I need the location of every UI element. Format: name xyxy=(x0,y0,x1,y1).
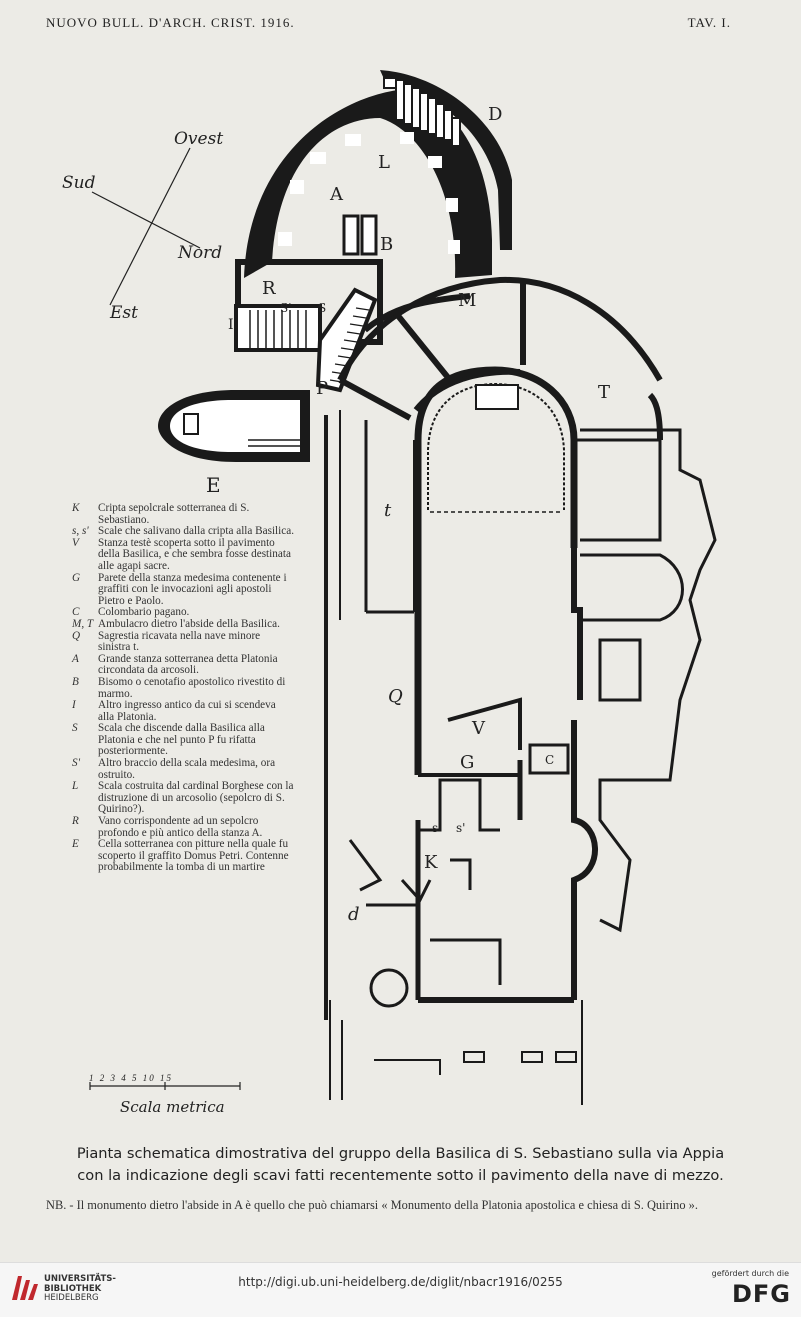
plan-label-k: K xyxy=(424,852,438,873)
platonia-walls xyxy=(234,70,512,393)
plan-label-e: E xyxy=(206,473,221,497)
plan-label-d: D xyxy=(488,104,502,125)
plan-label-b: B xyxy=(380,234,393,255)
cell-e-walls xyxy=(158,390,310,462)
plan-label-d-small: d xyxy=(348,904,360,925)
plan-label-v: V xyxy=(471,718,486,739)
scale-bar xyxy=(89,1082,241,1090)
dfg-logo: DFG xyxy=(731,1280,791,1308)
plate-page: NUOVO BULL. D'ARCH. CRIST. 1916. TAV. I.… xyxy=(0,0,801,1262)
plan-label-c: C xyxy=(545,753,554,767)
plan-label-s-upper: S xyxy=(318,301,326,315)
legend-item: S'Altro braccio della scala medesima, or… xyxy=(72,757,276,781)
plan-label-i: I xyxy=(228,317,234,333)
journal-header: NUOVO BULL. D'ARCH. CRIST. 1916. xyxy=(46,15,295,30)
digitization-footer: UNIVERSITÄTS- BIBLIOTHEK HEIDELBERG http… xyxy=(0,1262,801,1317)
sponsor-text: gefördert durch die xyxy=(711,1269,789,1278)
crypt-walls xyxy=(348,743,570,1008)
scale-numbers: 1 2 3 4 5 10 15 xyxy=(89,1073,173,1083)
plan-label-q: Q xyxy=(388,686,403,707)
plate-number: TAV. I. xyxy=(687,15,731,30)
label-est: Est xyxy=(109,303,138,323)
scale-label: Scala metrica xyxy=(120,1098,225,1116)
plan-label-l: L xyxy=(378,152,390,173)
legend-item: s, s'Scale che salivano dalla cripta all… xyxy=(72,525,295,538)
university-library-name: UNIVERSITÄTS- BIBLIOTHEK HEIDELBERG xyxy=(44,1274,116,1304)
plate-caption: Pianta schematica dimostrativa del grupp… xyxy=(30,1143,771,1187)
plate-note: NB. - Il monumento dietro l'abside in A … xyxy=(46,1198,698,1212)
side-chapels xyxy=(574,428,717,933)
plan-label-m: M xyxy=(458,290,476,311)
plan-label-t: T xyxy=(598,382,610,403)
front-entrance xyxy=(374,1051,577,1075)
plan-label-s-prime-lower: s' xyxy=(456,821,465,835)
plan-label-s-prime-upper: S' xyxy=(280,301,292,315)
orientation-compass xyxy=(91,147,201,306)
plan-label-a: A xyxy=(329,184,344,205)
plan-label-s-lower: s xyxy=(432,821,438,835)
plan-label-r: R xyxy=(262,278,276,299)
plan-label-p: P xyxy=(316,378,328,399)
label-nord: Nord xyxy=(177,243,222,263)
basilica-floor-plan: Ovest Sud Nord Est xyxy=(62,70,717,1105)
caption-line-2: con la indicazione degli scavi fatti rec… xyxy=(77,1167,724,1184)
ambulatory-walls xyxy=(337,276,663,441)
caption-line-1: Pianta schematica dimostrativa del grupp… xyxy=(76,1145,725,1162)
university-library-logo-icon xyxy=(12,1276,38,1300)
plan-label-g: G xyxy=(460,752,474,773)
basilica-walls xyxy=(324,366,598,1105)
plan-label-t-nave: t xyxy=(384,500,392,521)
source-url-link[interactable]: http://digi.ub.uni-heidelberg.de/diglit/… xyxy=(238,1275,563,1289)
label-ovest: Ovest xyxy=(174,129,223,149)
label-sud: Sud xyxy=(62,173,96,193)
